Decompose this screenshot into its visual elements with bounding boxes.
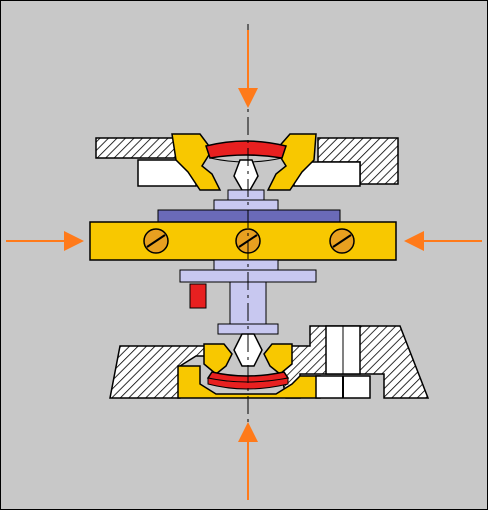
top-bearing bbox=[171, 133, 317, 191]
left-screw-icon bbox=[143, 228, 169, 254]
top-jewel bbox=[205, 140, 287, 159]
plate-screw-icon bbox=[315, 325, 371, 399]
right-screw-icon bbox=[329, 228, 355, 254]
bottom-bearing bbox=[177, 333, 321, 399]
red-pin bbox=[189, 283, 207, 309]
upper-shaft bbox=[213, 189, 279, 213]
